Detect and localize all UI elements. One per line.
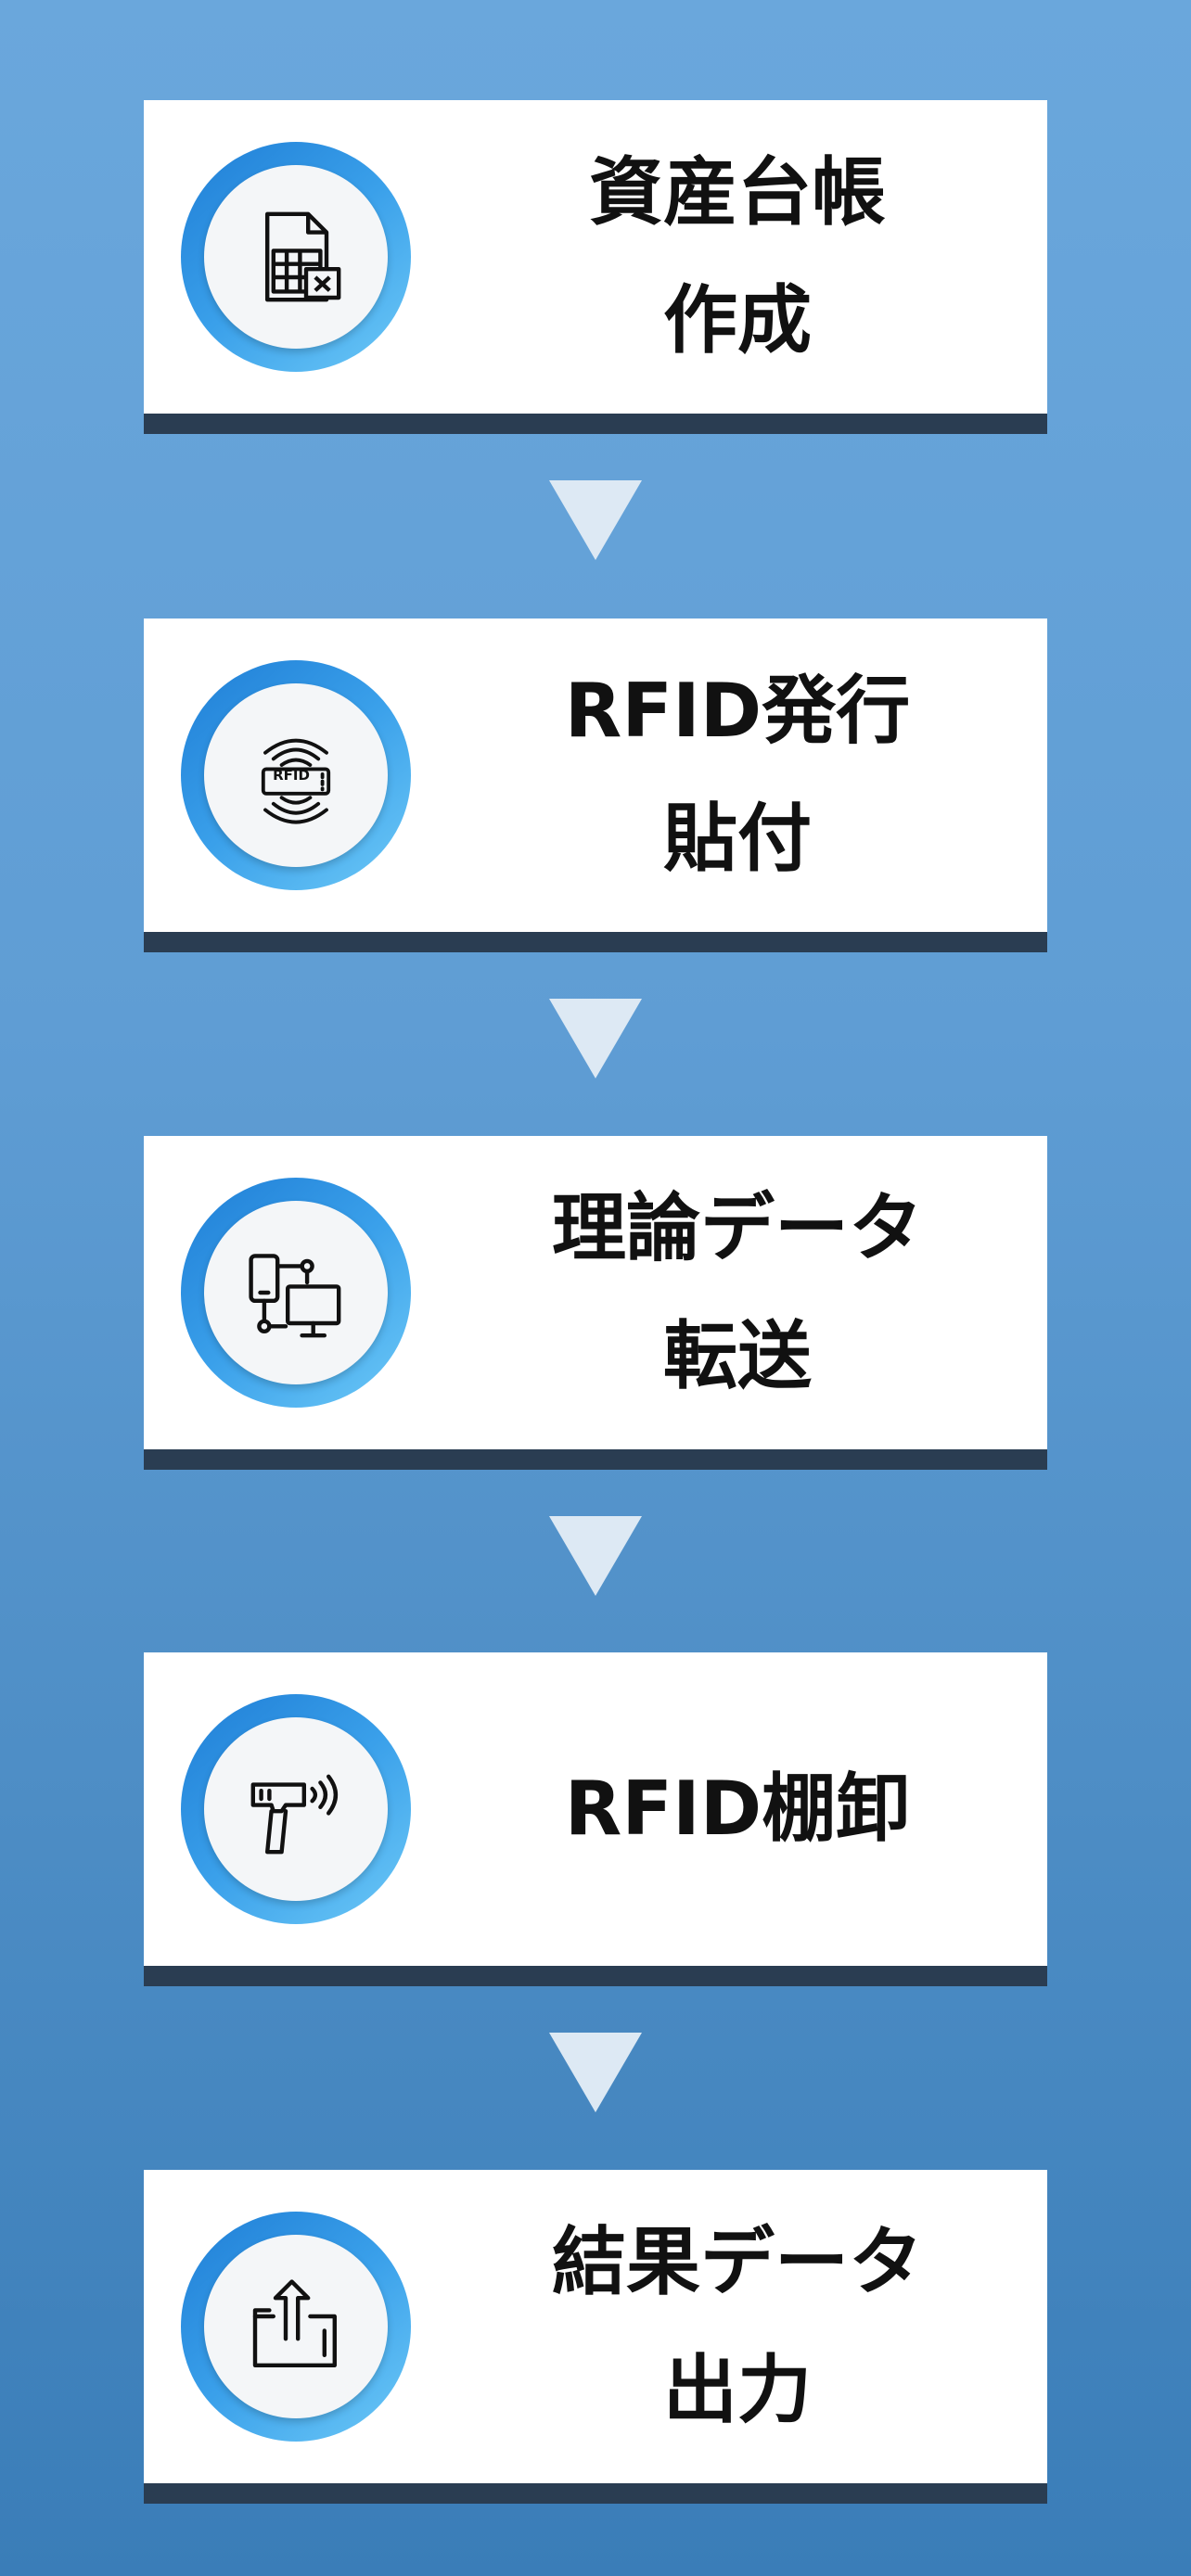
icon-ring	[181, 142, 411, 372]
icon-ring	[181, 2212, 411, 2442]
step-label: RFID棚卸	[459, 1652, 1016, 1966]
step-label: 資産台帳 作成	[459, 100, 1016, 414]
step-label-line-1: 結果データ	[552, 2219, 923, 2305]
step-label-line-1: RFID棚卸	[564, 1766, 911, 1852]
export-folder-icon	[204, 2235, 388, 2418]
step-card-1: 資産台帳 作成	[144, 100, 1047, 434]
icon-ring: RFID	[181, 660, 411, 890]
step-label: RFID発行 貼付	[459, 618, 1016, 932]
down-arrow	[549, 999, 642, 1078]
card: RFID RFID発行 貼付	[144, 618, 1047, 932]
step-card-4: RFID棚卸	[144, 1652, 1047, 1986]
step-card-3: 理論データ 転送	[144, 1136, 1047, 1470]
step-label-line-2: 貼付	[663, 796, 812, 882]
down-arrow	[549, 480, 642, 560]
card: 結果データ 出力	[144, 2170, 1047, 2483]
step-card-5: 結果データ 出力	[144, 2170, 1047, 2504]
spreadsheet-document-icon	[204, 165, 388, 349]
step-label-line-2: 作成	[663, 277, 812, 363]
card: RFID棚卸	[144, 1652, 1047, 1966]
step-label-line-2: 転送	[663, 1313, 812, 1399]
rfid-scanner-icon	[204, 1717, 388, 1901]
device-transfer-icon	[204, 1201, 388, 1384]
down-arrow	[549, 1516, 642, 1596]
down-arrow	[549, 2033, 642, 2112]
card: 資産台帳 作成	[144, 100, 1047, 414]
step-label-line-1: RFID発行	[564, 668, 911, 754]
step-label: 結果データ 出力	[459, 2170, 1016, 2483]
icon-ring	[181, 1178, 411, 1408]
card: 理論データ 転送	[144, 1136, 1047, 1449]
rfid-tag-text: RFID	[273, 767, 310, 784]
step-label: 理論データ 転送	[459, 1136, 1016, 1449]
step-label-line-2: 出力	[663, 2347, 812, 2433]
rfid-tag-icon: RFID	[204, 683, 388, 867]
step-card-2: RFID RFID発行 貼付	[144, 618, 1047, 952]
step-label-line-1: 資産台帳	[589, 149, 886, 236]
step-label-line-1: 理論データ	[552, 1185, 923, 1271]
icon-ring	[181, 1694, 411, 1924]
